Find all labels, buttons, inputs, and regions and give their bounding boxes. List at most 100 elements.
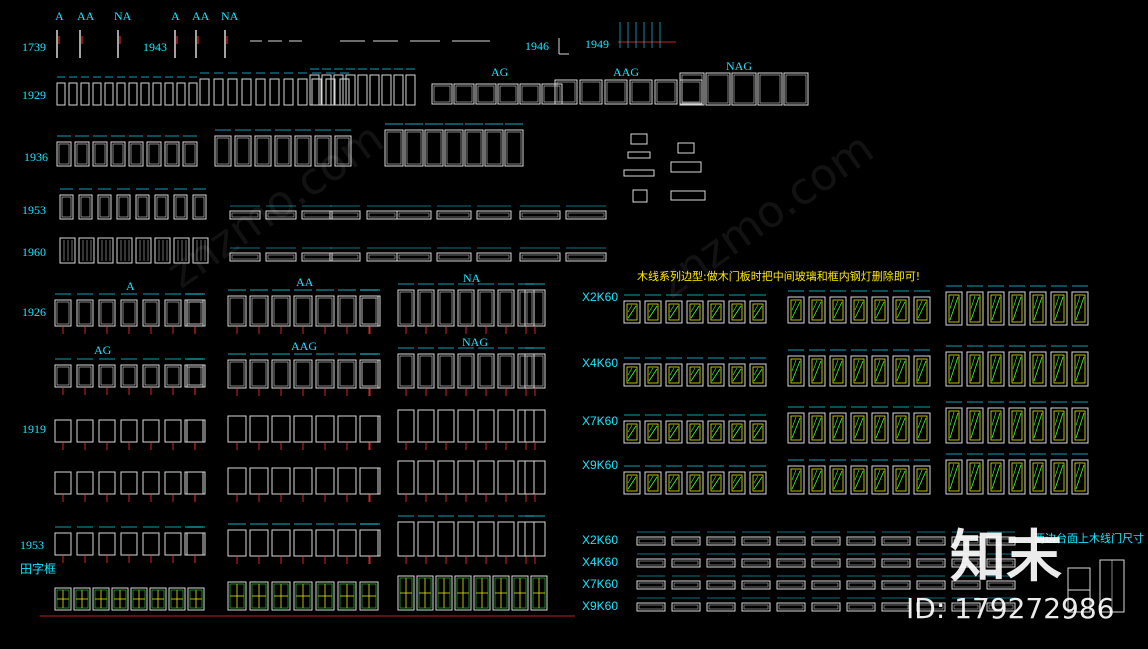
row-label-1936: 1936 xyxy=(24,150,48,164)
glass-panel xyxy=(752,474,764,492)
grille-door xyxy=(416,575,434,611)
door-inner-panel xyxy=(256,137,270,165)
door-frame xyxy=(524,409,546,443)
door-frame xyxy=(249,415,269,443)
glass-hatch xyxy=(833,360,843,382)
door-inner-panel xyxy=(61,196,72,218)
door-frame xyxy=(437,460,455,495)
door-frame xyxy=(314,135,332,167)
moulding-strip xyxy=(636,602,666,612)
glass-hatch xyxy=(732,305,742,319)
glass-panel xyxy=(1074,354,1086,384)
glass-hatch xyxy=(669,368,679,382)
row-label-1739: 1739 xyxy=(22,40,46,54)
moulding-inner xyxy=(368,254,396,260)
moulding-strip xyxy=(706,558,736,568)
glass-panel xyxy=(811,415,823,441)
door-inner-panel xyxy=(78,366,92,386)
grille-door xyxy=(337,581,357,611)
moulding-strip xyxy=(706,580,736,590)
glass-panel xyxy=(1053,354,1065,384)
door-inner-panel xyxy=(455,85,473,103)
glass-hatch xyxy=(791,301,801,319)
glass-hatch xyxy=(949,464,959,490)
door-frame xyxy=(271,295,291,327)
moulding-inner xyxy=(953,538,979,544)
glass-panel xyxy=(647,474,659,492)
door-frame xyxy=(283,78,294,106)
glass-hatch xyxy=(833,470,843,490)
door-frame xyxy=(274,135,292,167)
moulding-strip xyxy=(229,210,261,220)
moulding-strip xyxy=(476,252,512,262)
glass-panel xyxy=(874,468,886,492)
door-frame xyxy=(369,74,380,106)
glass-hatch xyxy=(1075,412,1085,439)
glass-panel xyxy=(990,462,1002,492)
door-inner-panel xyxy=(184,143,196,165)
door-inner-panel xyxy=(399,355,413,387)
glass-hatch xyxy=(875,469,881,481)
glass-hatch xyxy=(896,359,902,372)
moulding-strip xyxy=(519,252,561,262)
grille-glass xyxy=(339,583,355,609)
door-inner-panel xyxy=(194,196,205,218)
glass-hatch xyxy=(1075,464,1085,490)
door-inner-panel xyxy=(156,196,167,218)
door-frame xyxy=(128,141,144,167)
grille-glass xyxy=(170,589,184,609)
door-inner-panel xyxy=(317,361,333,387)
glass-hatch xyxy=(711,368,721,382)
door-frame xyxy=(164,141,180,167)
glass-hatch xyxy=(791,359,797,372)
moulding-inner xyxy=(883,538,909,544)
moulding-strip xyxy=(846,580,876,590)
door-frame xyxy=(808,296,826,324)
glass-hatch xyxy=(875,301,885,319)
door-frame xyxy=(945,407,963,444)
glass-panel xyxy=(1032,354,1044,384)
door-frame xyxy=(705,72,731,106)
glass-hatch xyxy=(917,360,927,382)
glass-panel xyxy=(710,423,722,441)
glass-panel xyxy=(626,303,638,321)
moulding-inner xyxy=(883,560,909,566)
door-inner-panel xyxy=(406,131,422,165)
grille-glass xyxy=(56,589,70,609)
glass-hatch xyxy=(669,424,675,433)
door-frame xyxy=(524,460,546,495)
moulding-inner xyxy=(638,604,664,610)
door-frame xyxy=(850,355,868,387)
glass-panel xyxy=(668,474,680,492)
door-frame xyxy=(116,194,131,220)
glass-hatch xyxy=(833,359,839,372)
moulding-strip xyxy=(565,252,607,262)
glass-hatch xyxy=(1075,356,1085,382)
door-frame xyxy=(787,412,805,444)
glass-hatch xyxy=(1012,295,1018,309)
glass-hatch xyxy=(711,304,717,313)
door-frame xyxy=(497,83,519,105)
side-caption: 两边台面上木线门尺寸 xyxy=(1034,532,1144,545)
glass-hatch xyxy=(1033,295,1039,309)
door-frame xyxy=(120,419,138,443)
glass-panel xyxy=(668,423,680,441)
moulding-strip xyxy=(436,252,472,262)
door-frame xyxy=(665,420,683,444)
door-frame xyxy=(629,79,653,105)
glass-hatch xyxy=(949,355,955,370)
glass-hatch xyxy=(690,476,700,490)
glass-hatch xyxy=(875,416,881,429)
glass-hatch xyxy=(627,368,637,382)
door-frame xyxy=(829,465,847,495)
row-label-1953-b: 1953 xyxy=(20,538,44,552)
moulding-strip xyxy=(916,602,946,612)
door-frame xyxy=(227,467,247,495)
moulding-inner xyxy=(673,538,699,544)
grille-door xyxy=(397,575,415,611)
moulding-strip xyxy=(229,252,261,262)
glass-panel xyxy=(731,474,743,492)
door-frame xyxy=(686,300,704,324)
door-frame xyxy=(517,353,535,389)
glass-hatch xyxy=(1012,356,1022,382)
